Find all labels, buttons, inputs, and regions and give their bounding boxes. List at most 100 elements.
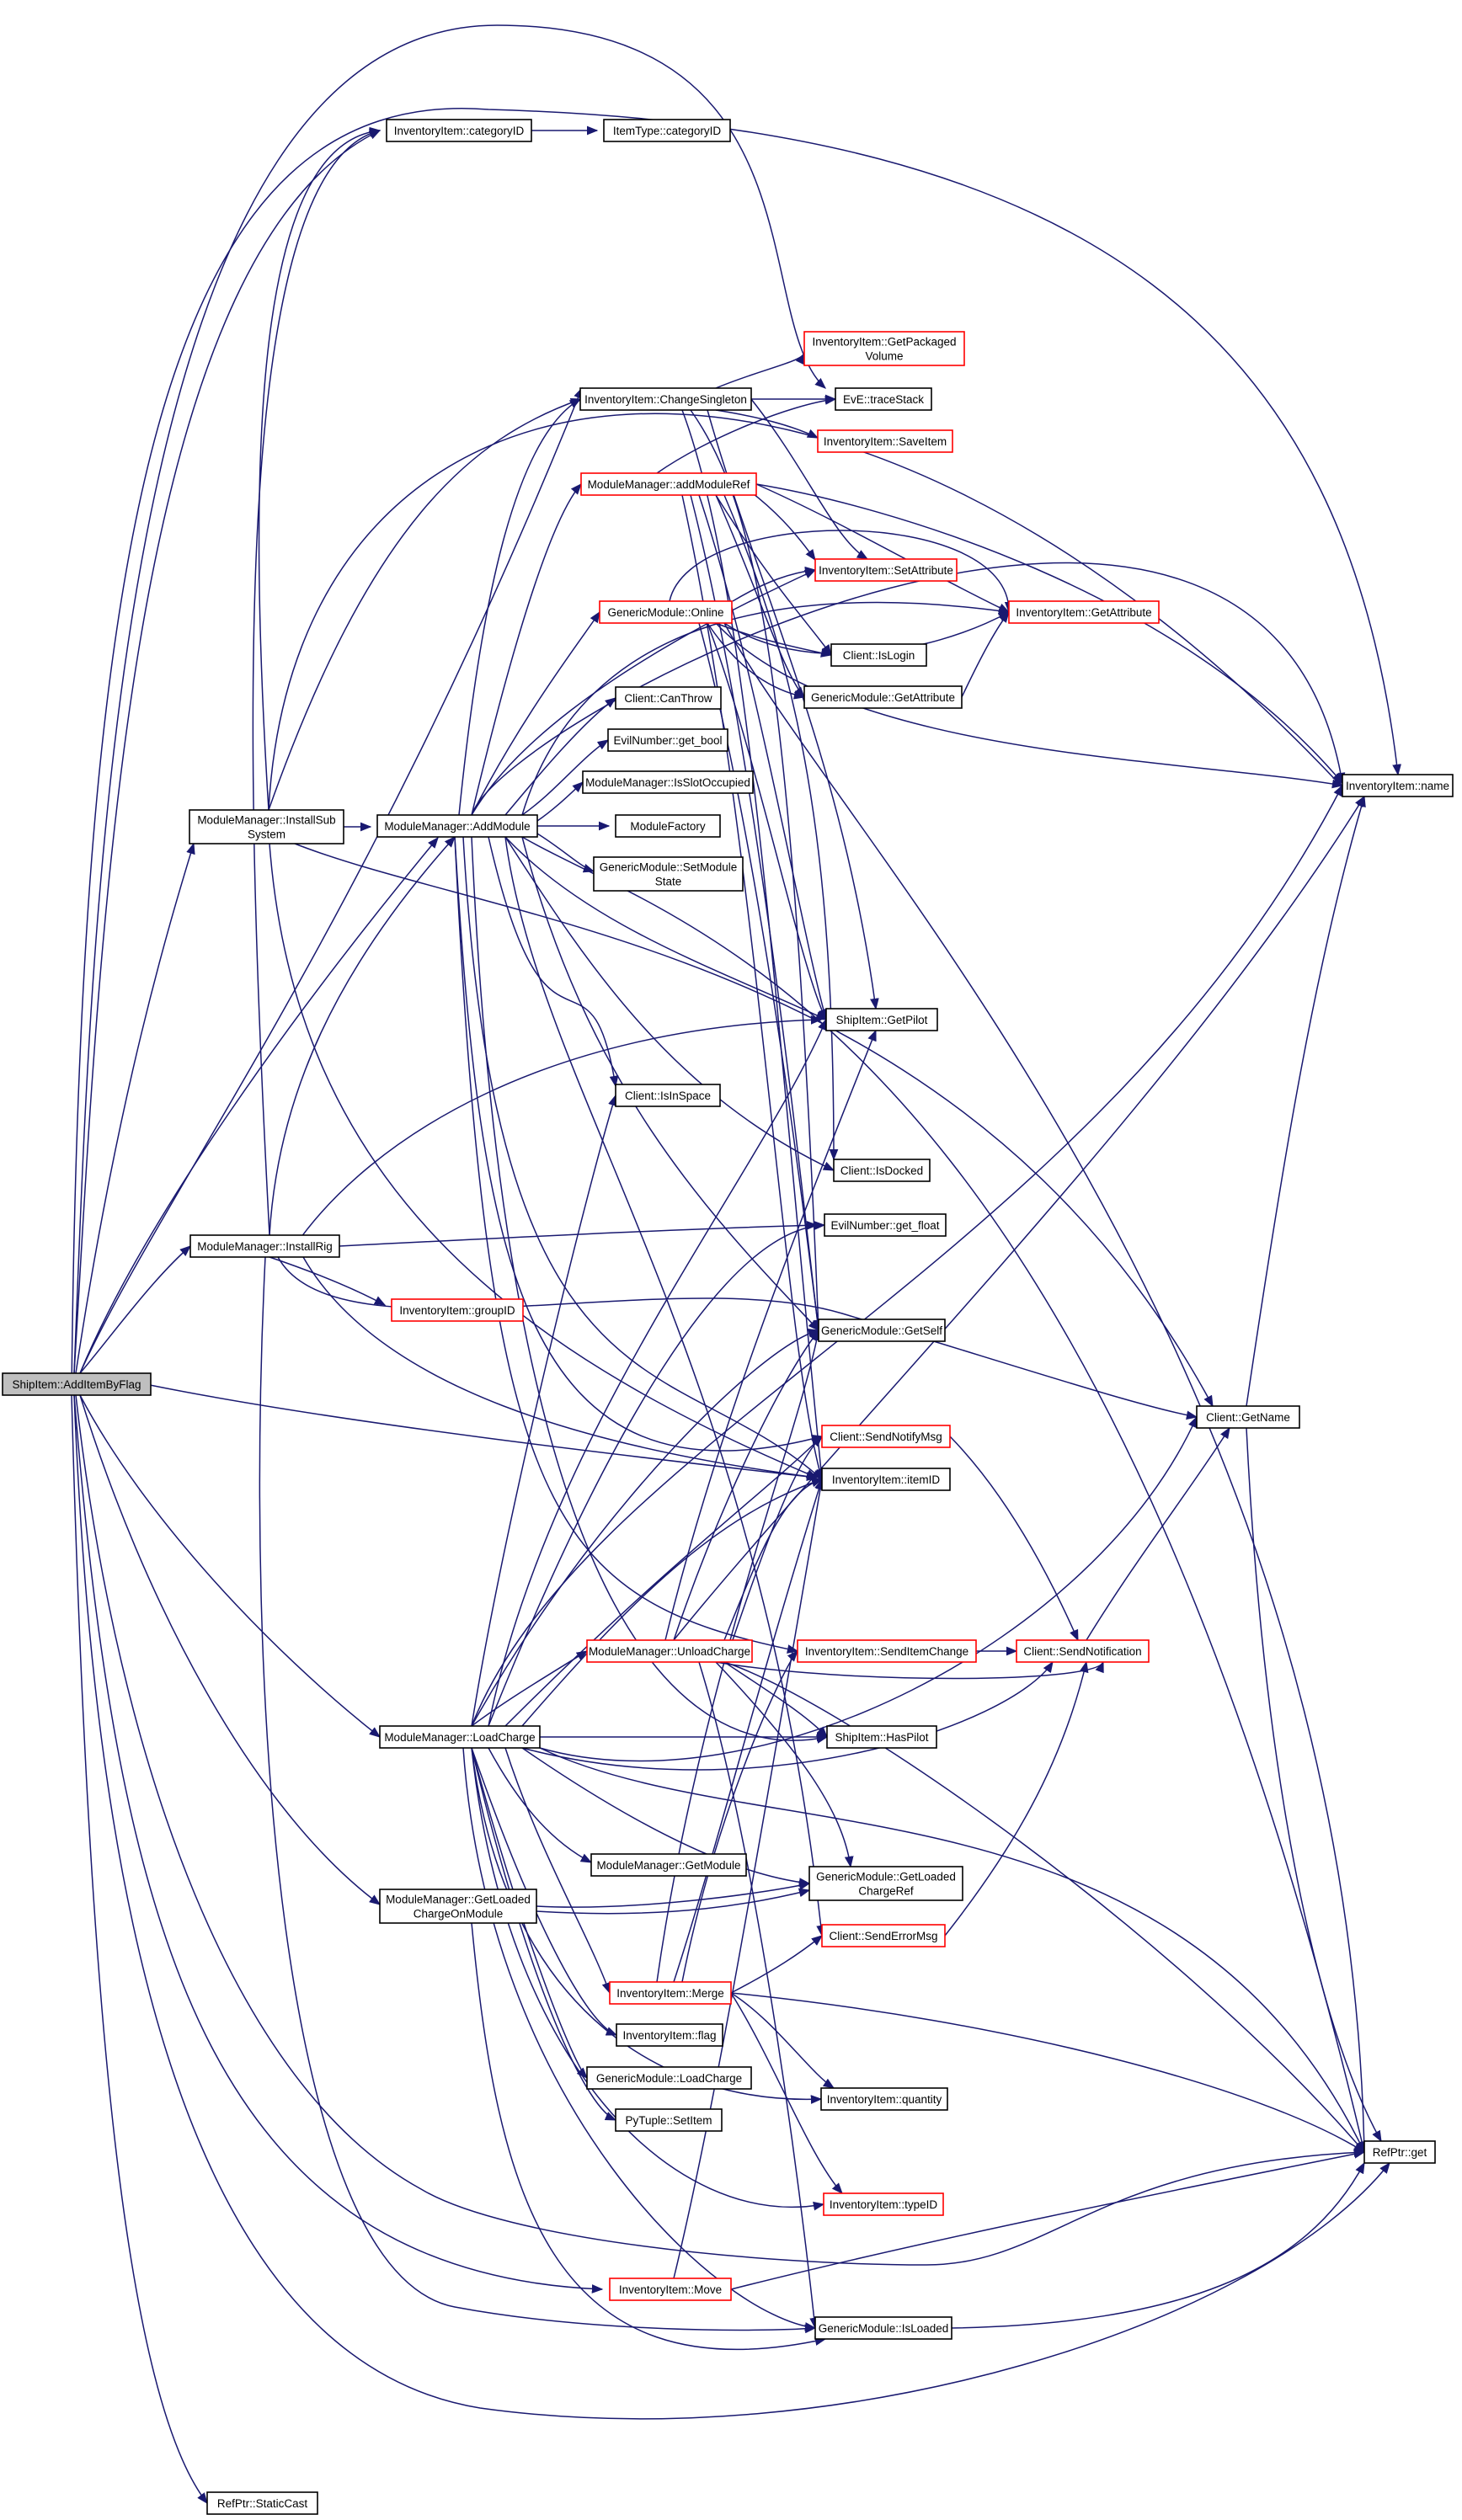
function-node-sc[interactable]: RefPtr::StaticCast <box>206 2491 318 2515</box>
function-node-uc[interactable]: ModuleManager::UnloadCharge <box>586 1639 753 1663</box>
function-node-hp[interactable]: ShipItem::HasPilot <box>826 1725 937 1749</box>
call-edge <box>961 610 1010 698</box>
function-node-root[interactable]: ShipItem::AddItemByFlag <box>2 1372 152 1396</box>
node-box <box>615 686 722 710</box>
function-node-isl[interactable]: GenericModule::IsLoaded <box>814 2316 952 2340</box>
node-label: InventoryItem::Move <box>619 2283 722 2296</box>
function-node-gp[interactable]: ShipItem::GetPilot <box>825 1008 938 1031</box>
function-node-move[interactable]: InventoryItem::Move <box>609 2278 732 2301</box>
node-label: Client::IsInSpace <box>625 1090 711 1102</box>
function-node-iso[interactable]: ModuleManager::IsSlotOccupied <box>582 770 754 794</box>
node-label: Client::IsLogin <box>843 649 915 662</box>
node-label: InventoryItem::typeID <box>830 2198 938 2211</box>
function-node-gmlc[interactable]: GenericModule::LoadCharge <box>586 2066 752 2090</box>
node-label: InventoryItem::SendItemChange <box>805 1645 968 1658</box>
function-node-gf[interactable]: EvilNumber::get_float <box>824 1213 947 1237</box>
node-label: GenericModule::LoadCharge <box>596 2072 742 2085</box>
function-node-ct[interactable]: Client::CanThrow <box>615 686 722 710</box>
node-box <box>379 1725 541 1749</box>
function-node-login[interactable]: Client::IsLogin <box>830 643 927 667</box>
call-edge <box>715 622 1344 789</box>
call-edge <box>521 836 1367 2154</box>
function-node-sem[interactable]: Client::SendErrorMsg <box>821 1924 946 1947</box>
call-edge <box>656 396 837 474</box>
node-label: ModuleManager::LoadCharge <box>384 1731 535 1744</box>
node-box <box>386 119 532 142</box>
node-label: Client::CanThrow <box>624 692 712 705</box>
function-node-amr[interactable]: ModuleManager::addModuleRef <box>580 472 757 496</box>
function-node-am[interactable]: ModuleManager::AddModule <box>376 814 538 838</box>
call-edge <box>294 1015 823 1247</box>
function-node-ptsi[interactable]: PyTuple::SetItem <box>615 2108 723 2132</box>
call-edge <box>252 128 382 1236</box>
function-node-sic[interactable]: InventoryItem::SendItemChange <box>797 1639 977 1663</box>
call-edge <box>707 622 827 1021</box>
node-label: Client::GetName <box>1206 1411 1290 1424</box>
call-edge <box>73 24 827 1374</box>
node-box <box>615 814 721 838</box>
function-node-rget[interactable]: RefPtr::get <box>1363 2140 1436 2164</box>
node-box <box>825 1008 938 1031</box>
function-node-mf[interactable]: ModuleFactory <box>615 814 721 838</box>
call-edge <box>488 1747 593 1863</box>
function-node-grp[interactable]: InventoryItem::groupID <box>391 1298 524 1322</box>
call-edge <box>536 781 584 822</box>
node-box <box>615 2108 723 2132</box>
call-edge <box>673 1478 825 2279</box>
function-node-ts[interactable]: EvE::traceStack <box>835 387 932 411</box>
function-node-ir[interactable]: ModuleManager::InstallRig <box>189 1234 340 1258</box>
node-box <box>820 2087 948 2111</box>
node-label: GenericModule::SetModule <box>600 861 738 874</box>
call-edge <box>471 1922 827 2351</box>
node-label: Client::IsDocked <box>840 1164 923 1177</box>
node-box <box>814 558 958 582</box>
node-box <box>616 2023 723 2047</box>
function-node-qty[interactable]: InventoryItem::quantity <box>820 2087 948 2111</box>
function-node-si[interactable]: InventoryItem::SaveItem <box>817 429 953 453</box>
function-node-cat[interactable]: InventoryItem::categoryID <box>386 119 532 142</box>
function-node-online[interactable]: GenericModule::Online <box>599 600 733 624</box>
call-edge <box>951 2161 1365 2329</box>
function-node-gm[interactable]: ModuleManager::GetModule <box>590 1853 747 1877</box>
function-node-merge[interactable]: InventoryItem::Merge <box>609 1981 732 2005</box>
node-box <box>823 2192 944 2216</box>
function-node-isp[interactable]: Client::IsInSpace <box>615 1084 721 1107</box>
call-edge <box>732 566 817 602</box>
function-node-flag[interactable]: InventoryItem::flag <box>616 2023 723 2047</box>
node-label: InventoryItem::categoryID <box>394 125 525 137</box>
node-label: InventoryItem::ChangeSingleton <box>584 393 747 406</box>
node-box <box>603 119 731 142</box>
node-label: ModuleManager::InstallRig <box>197 1240 333 1253</box>
call-edge <box>454 836 824 1452</box>
call-edge <box>730 2150 1366 2290</box>
function-node-name[interactable]: InventoryItem::name <box>1342 774 1454 797</box>
call-edge <box>723 1478 824 1641</box>
function-node-ga[interactable]: InventoryItem::GetAttribute <box>1008 600 1160 624</box>
function-node-sn[interactable]: Client::SendNotification <box>1016 1639 1150 1663</box>
function-node-gb[interactable]: EvilNumber::get_bool <box>607 728 728 752</box>
node-label: EvilNumber::get_bool <box>613 734 722 747</box>
call-edge <box>504 836 826 1937</box>
function-node-gs[interactable]: GenericModule::GetSelf <box>818 1319 946 1342</box>
function-node-cs[interactable]: InventoryItem::ChangeSingleton <box>579 387 752 411</box>
function-node-itcat[interactable]: ItemType::categoryID <box>603 119 731 142</box>
function-node-lc[interactable]: ModuleManager::LoadCharge <box>379 1725 541 1749</box>
function-node-tid[interactable]: InventoryItem::typeID <box>823 2192 944 2216</box>
call-edge <box>715 352 805 389</box>
call-edge <box>269 835 456 1236</box>
function-node-iid[interactable]: InventoryItem::itemID <box>821 1468 951 1491</box>
function-node-gn[interactable]: Client::GetName <box>1196 1405 1300 1429</box>
call-edge <box>730 1992 835 2089</box>
function-node-isd[interactable]: Client::IsDocked <box>833 1159 931 1182</box>
call-edge <box>73 130 382 1374</box>
function-node-sa[interactable]: InventoryItem::SetAttribute <box>814 558 958 582</box>
function-node-gmga[interactable]: GenericModule::GetAttribute <box>803 685 963 709</box>
call-edge <box>471 1747 618 2036</box>
function-node-snm[interactable]: Client::SendNotifyMsg <box>821 1425 951 1448</box>
call-edge <box>504 836 828 1020</box>
